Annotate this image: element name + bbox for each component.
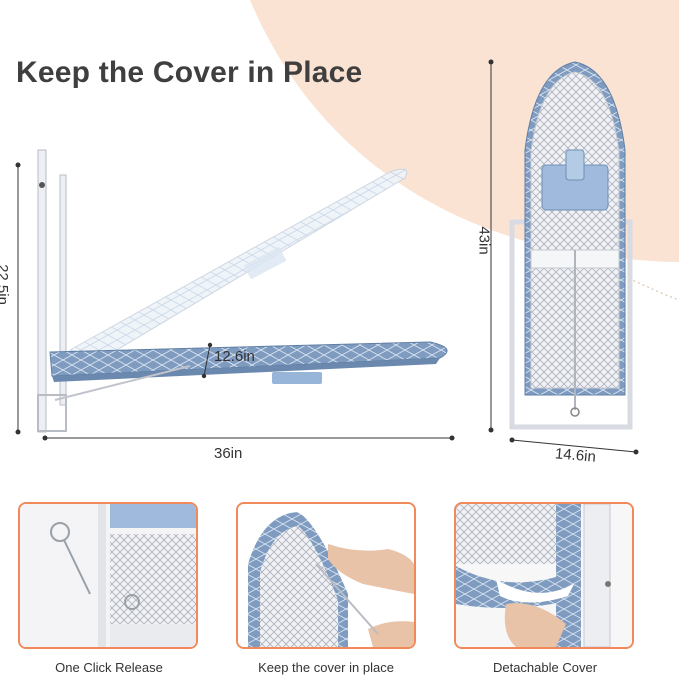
feature-caption-release: One Click Release (55, 660, 163, 675)
feature-thumbnail-detachable (454, 502, 634, 649)
feature-caption-detachable: Detachable Cover (492, 660, 598, 675)
feature-thumbnail-release (18, 502, 198, 649)
height-dimension-label: 22.5in (0, 264, 11, 305)
board-width-dimension-label: 12.6in (214, 348, 255, 365)
folded-board-group (488, 59, 639, 455)
ironing-board-illustration (15, 59, 639, 455)
page-title: Keep the Cover in Place (16, 56, 363, 89)
folded-width-dimension-label: 14.6in (554, 445, 597, 466)
wall-mount-board-group (15, 149, 455, 441)
folded-height-dimension-label: 43in (475, 226, 493, 255)
board-length-dimension-label: 36in (214, 445, 243, 462)
feature-caption-cover: Keep the cover in place (258, 660, 394, 675)
feature-thumbnail-cover (236, 502, 416, 649)
